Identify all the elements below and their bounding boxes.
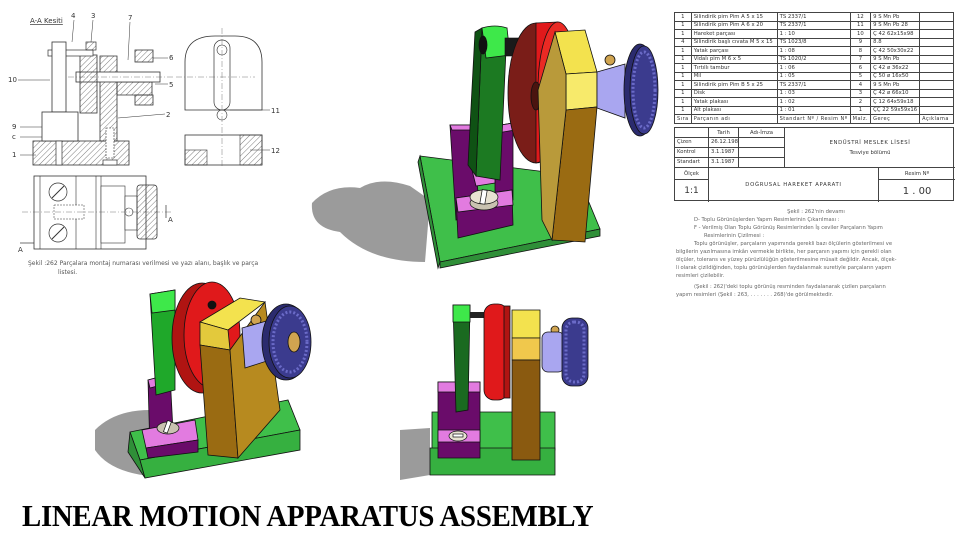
slotted-screw: [469, 189, 499, 211]
bearing-bracket: [511, 309, 541, 461]
row-label-standard: Standart: [675, 158, 709, 168]
motion-arm: [467, 25, 511, 181]
part-label-c: c: [12, 133, 16, 141]
row-date-drawn: 26.12.1986: [709, 138, 739, 148]
row-date-standard: 3.1.1987: [709, 158, 739, 168]
drawing-title: DOĞRUSAL HAREKET APARATI: [709, 168, 879, 202]
notes-para-line3: ölçüler, tolerans ve yüzey pürüzlülüğün …: [676, 257, 897, 263]
part-label-12: 12: [271, 147, 280, 155]
notes-para-line5: resimleri çizilebilir.: [676, 273, 725, 279]
instruction-notes: Şekil : 262'nin devamı D- Toplu Görünüşl…: [676, 208, 956, 299]
knurled-knob: [541, 317, 589, 387]
figure-caption: Şekil :262 Parçalara montaj numarası ver…: [28, 259, 288, 277]
scale-label: Ölçek: [675, 168, 709, 180]
slotted-screw: [448, 430, 468, 442]
row-label-drawn: Çizen: [675, 138, 709, 148]
drop-shadow: [400, 428, 430, 480]
part-label-10: 10: [8, 76, 17, 84]
section-view-drawing: A-A Kesiti: [8, 12, 280, 254]
scale-value: 1:1: [675, 180, 709, 202]
notes-para-line1: Toplu görünüşler, parçaların yapımında g…: [694, 241, 893, 247]
part-label-11: 11: [271, 107, 280, 115]
department: Tesviye bölümü: [849, 149, 891, 156]
knurled-knob: [241, 303, 312, 381]
drawing-number-label: Resim Nº: [879, 168, 955, 180]
part-label-7: 7: [128, 14, 132, 22]
notes-para-line7: yapım resimleri (Şekil : 263, . . . . . …: [676, 292, 833, 298]
notes-item-f-line2: Resimlerinin Çizilmesi :: [704, 233, 765, 239]
school-block: ENDÜSTRİ MESLEK LİSESİ Tesviye bölümü: [785, 128, 955, 168]
render-isometric-large: [311, 21, 659, 270]
notes-item-d: D- Toplu Görünüşlerden Yapım Resimlerini…: [694, 217, 840, 223]
view-marker-a-right: A: [168, 216, 173, 224]
view-marker-a-left: A: [18, 246, 23, 254]
section-label: A-A Kesiti: [30, 17, 63, 25]
motion-arm: [149, 289, 176, 396]
bearing-bracket: [537, 29, 598, 243]
crank-pin: [470, 312, 486, 318]
technical-drawing: A-A Kesiti: [0, 0, 300, 290]
knurled-knob: [596, 43, 659, 137]
row-date-checked: 3.1.1987: [709, 148, 739, 158]
motion-arm: [452, 304, 471, 413]
col-date-header: Tarih: [709, 128, 739, 138]
part-label-6: 6: [169, 54, 174, 62]
title-block: Tarih Adı-İmza Çizen 26.12.1986 Kontrol …: [674, 127, 955, 202]
render-isometric-front: [95, 281, 312, 479]
drop-shadow: [311, 181, 430, 262]
part-label-2: 2: [166, 111, 170, 119]
col-sign-header: Adı-İmza: [739, 128, 785, 138]
caption-line-2: listesi.: [58, 269, 78, 276]
part-label-9: 9: [12, 123, 16, 131]
notes-item-f-line1: F - Verilmiş Olan Toplu Görünüş Resimler…: [694, 225, 883, 231]
caption-line-1: Şekil :262 Parçalara montaj numarası ver…: [28, 260, 259, 267]
disk: [483, 303, 511, 401]
notes-para-line4: li olarak çizildiğinden, toplu görünüşle…: [676, 265, 892, 271]
notes-heading: Şekil : 262'nin devamı: [787, 209, 845, 215]
guide-block: [437, 381, 481, 459]
page-title: LINEAR MOTION APPARATUS ASSEMBLY: [22, 498, 594, 533]
notes-para-line6: (Şekil : 262)'deki toplu görünüş resmind…: [694, 284, 886, 290]
part-label-5: 5: [169, 81, 173, 89]
part-label-1: 1: [12, 151, 16, 159]
row-label-checked: Kontrol: [675, 148, 709, 158]
render-side-view: [400, 303, 589, 480]
part-label-3: 3: [91, 12, 95, 20]
drawing-number: 1 . 00: [902, 185, 932, 197]
school-name: ENDÜSTRİ MESLEK LİSESİ: [829, 139, 911, 146]
slotted-screw: [156, 419, 180, 435]
notes-para-line2: bilgilerin yazılmasına imkân vermekle bi…: [676, 249, 892, 255]
part-label-4: 4: [71, 12, 76, 20]
